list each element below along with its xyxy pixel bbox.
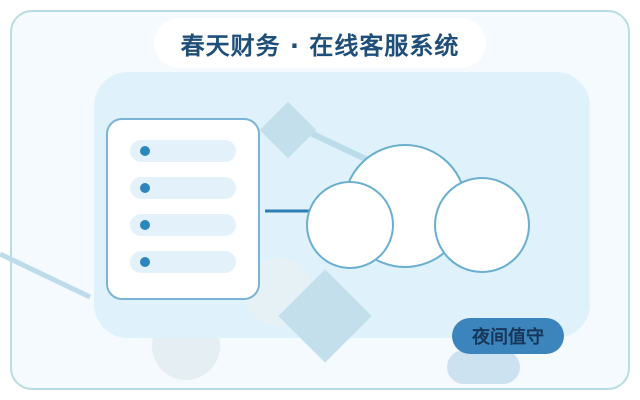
page-title: 春天财务 · 在线客服系统 (180, 31, 460, 60)
list-bullet (140, 220, 150, 230)
status-badge: 夜间值守 (452, 318, 564, 354)
list-item (130, 140, 236, 162)
decorative-diamond (278, 269, 372, 363)
document-list-icon (106, 118, 260, 300)
list-bullet (140, 257, 150, 267)
title-banner: 春天财务 · 在线客服系统 (154, 18, 486, 68)
list-item (130, 214, 236, 236)
cloud-icon (306, 144, 530, 273)
decorative-pill (447, 350, 520, 384)
status-badge-label: 夜间值守 (472, 327, 544, 348)
list-item (130, 177, 236, 199)
list-bullet (140, 183, 150, 193)
list-bullet (140, 146, 150, 156)
list-item (130, 251, 236, 273)
decorative-line (0, 251, 92, 300)
